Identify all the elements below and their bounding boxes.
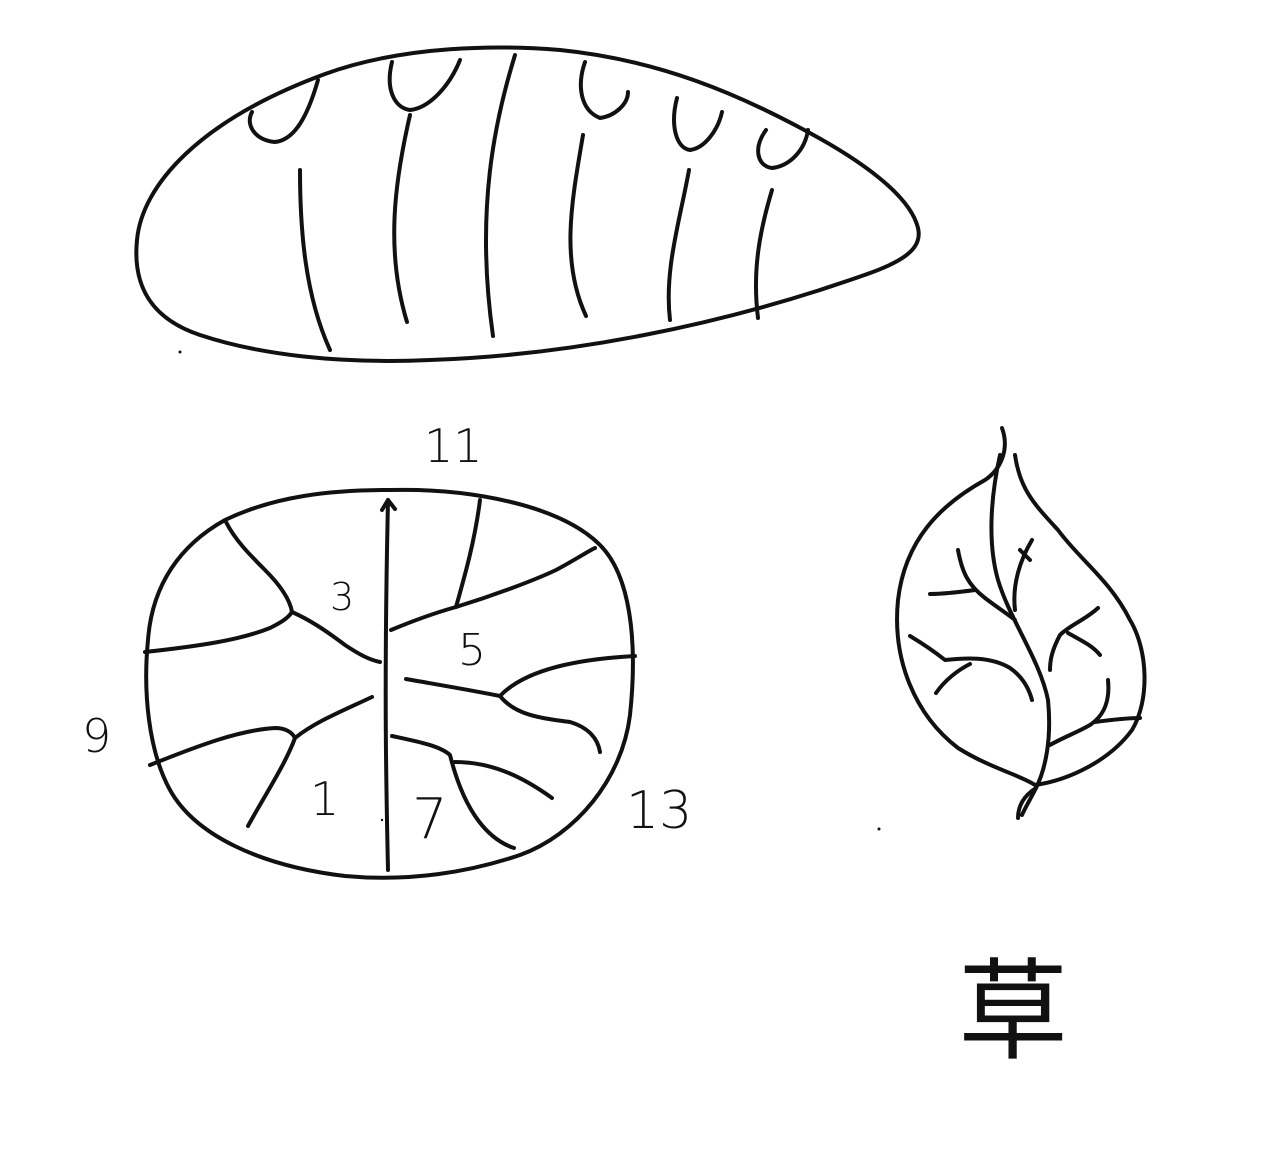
transverse-line-5 bbox=[666, 168, 691, 322]
leaf-caption: 草 bbox=[958, 948, 1068, 1076]
division-lower-right-side bbox=[453, 760, 554, 800]
leaf-outline bbox=[895, 426, 1147, 787]
division-lower-right-upper bbox=[498, 694, 602, 754]
label-region-lower-left: 1 bbox=[310, 772, 339, 826]
label-left: 9 bbox=[82, 709, 111, 763]
division-left bbox=[143, 610, 294, 654]
transverse-line-1 bbox=[298, 168, 332, 352]
leaf-vein-8 bbox=[1066, 631, 1102, 657]
division-upper-left bbox=[224, 520, 382, 664]
center-arrow-line bbox=[383, 498, 390, 872]
oval-outline bbox=[134, 45, 921, 363]
division-lower-right-lower bbox=[390, 734, 516, 850]
edge-hook-3 bbox=[578, 60, 630, 120]
edge-hook-4 bbox=[672, 96, 724, 152]
edge-hook-5 bbox=[756, 128, 810, 170]
cross-section-outline bbox=[144, 487, 635, 880]
transverse-line-4 bbox=[568, 133, 588, 318]
elongated-oval-figure bbox=[134, 45, 921, 363]
leaf-vein-10 bbox=[1093, 716, 1142, 724]
leaf-vein-5 bbox=[1012, 538, 1034, 612]
transverse-line-3 bbox=[484, 53, 517, 338]
leaf-midrib bbox=[989, 453, 1052, 790]
leaf-vein-1 bbox=[956, 548, 1017, 622]
leaf-vein-2 bbox=[928, 588, 977, 596]
division-lower-left-lower bbox=[246, 736, 297, 828]
label-region-upper-right: 5 bbox=[458, 625, 486, 676]
division-right bbox=[404, 654, 637, 698]
edge-hook-2 bbox=[387, 58, 462, 112]
stray-dot-3 bbox=[380, 818, 384, 822]
division-lower-left-upper bbox=[148, 695, 374, 767]
leaf-vein-7 bbox=[1048, 606, 1100, 672]
cross-section-figure: 11 9 13 3 5 1 7 bbox=[82, 419, 692, 880]
leaf-figure: 草 bbox=[895, 426, 1147, 1076]
division-upper-right-stem bbox=[389, 605, 458, 632]
leaf-stem bbox=[1016, 786, 1038, 820]
center-arrowhead bbox=[380, 498, 397, 512]
stray-dot-1 bbox=[178, 350, 182, 354]
leaf-vein-9 bbox=[1048, 678, 1111, 747]
label-top: 11 bbox=[424, 419, 483, 473]
stray-dot-2 bbox=[877, 827, 881, 831]
transverse-line-6 bbox=[753, 188, 774, 320]
label-region-upper-left: 3 bbox=[330, 575, 354, 619]
transverse-line-2 bbox=[392, 113, 412, 324]
leaf-vein-6 bbox=[1018, 548, 1032, 562]
edge-hook-1 bbox=[247, 78, 320, 144]
division-upper-right bbox=[454, 498, 597, 609]
leaf-vein-4 bbox=[934, 662, 972, 695]
label-region-lower-right: 7 bbox=[412, 787, 448, 852]
leaf-vein-3 bbox=[908, 634, 1034, 702]
label-right: 13 bbox=[626, 781, 692, 841]
